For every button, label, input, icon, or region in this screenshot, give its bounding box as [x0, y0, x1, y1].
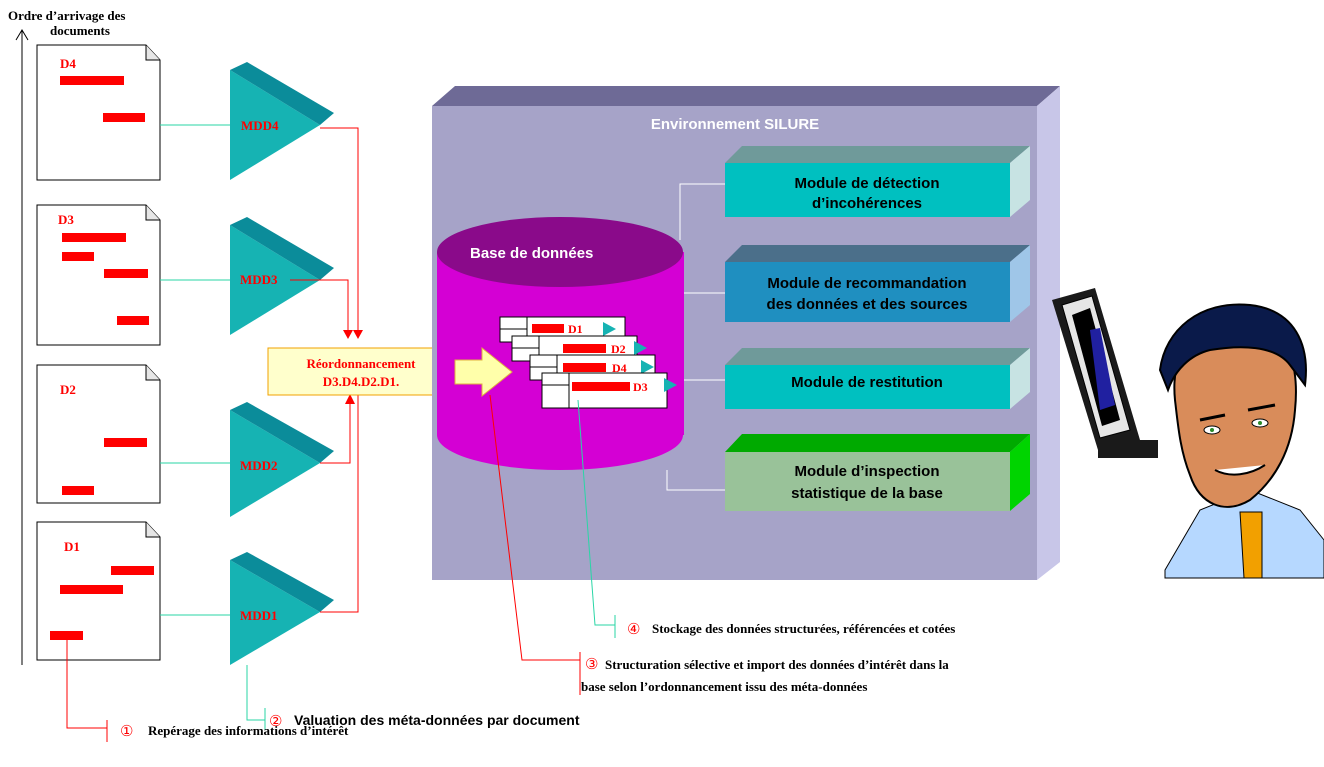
step-callout-lines [66, 394, 616, 742]
module-recommendation: Module de recommandation des données et … [725, 245, 1030, 322]
data-highlight [50, 631, 83, 640]
document-D2: D2 [36, 364, 161, 504]
data-highlight [60, 76, 124, 85]
module-restitution: Module de restitution [725, 348, 1030, 409]
doc-metadata-links [160, 124, 230, 616]
record-D3: D3 [541, 372, 677, 409]
module-label: statistique de la base [791, 485, 943, 502]
document-label: D3 [58, 212, 74, 227]
data-highlight [111, 566, 154, 575]
module-label: Module de détection [794, 175, 939, 192]
step-text: base selon l’ordonnancement issu des mét… [581, 679, 867, 694]
step-number: ③ [585, 657, 598, 673]
module-incoherence-detection: Module de détection d’incohérences [725, 146, 1030, 217]
module-label: Module d’inspection [795, 463, 940, 480]
data-highlight [103, 113, 145, 122]
document-D4: D4 [36, 44, 161, 181]
data-highlight [62, 233, 126, 242]
data-highlight [117, 316, 149, 325]
metadata-label: MDD4 [241, 118, 279, 133]
data-highlight [104, 269, 148, 278]
data-highlight [62, 486, 94, 495]
step-text: Structuration sélective et import des do… [605, 657, 949, 672]
step-4: ④ Stockage des données structurées, réfé… [627, 621, 955, 638]
data-highlight [104, 438, 147, 447]
data-highlight [62, 252, 94, 261]
monitor-icon [1052, 288, 1158, 458]
metadata-label: MDD3 [240, 272, 278, 287]
environment-title: Environnement SILURE [651, 116, 819, 133]
step-text: Stockage des données structurées, référe… [652, 621, 955, 636]
record-label: D4 [612, 361, 627, 375]
reorder-order: D3.D4.D2.D1. [323, 374, 400, 389]
reorder-label: Réordonnancement [306, 356, 416, 371]
module-label: d’incohérences [812, 195, 922, 212]
step-number: ① [120, 724, 133, 740]
module-label: Module de recommandation [767, 275, 966, 292]
metadata-to-reorder-links [290, 127, 359, 613]
axis-label: documents [50, 23, 110, 38]
module-links [666, 183, 725, 491]
step-number: ④ [627, 622, 640, 638]
module-label: Module de restitution [791, 374, 943, 391]
step-text: Valuation des méta-données par document [294, 712, 580, 728]
arrowheads [343, 330, 363, 404]
data-highlight [60, 585, 123, 594]
document-label: D4 [60, 56, 76, 71]
document-label: D2 [60, 382, 76, 397]
document-D3: D3 [36, 204, 161, 346]
step-1: ① Repérage des informations d’intérêt [120, 723, 349, 740]
record-label: D3 [633, 380, 648, 394]
step-text: Repérage des informations d’intérêt [148, 723, 349, 738]
metadata-MDD1: MDD1 [230, 552, 334, 665]
step-2: ② Valuation des méta-données par documen… [269, 712, 580, 730]
record-label: D1 [568, 322, 583, 336]
metadata-MDD4: MDD4 [230, 62, 334, 180]
record-label: D2 [611, 342, 626, 356]
module-statistical-inspection: Module d’inspection statistique de la ba… [725, 434, 1030, 511]
database-records: D1 D2 D4 D3 [499, 316, 677, 409]
arrival-axis: Ordre d’arrivage des documents [8, 8, 125, 665]
step-3: ③ Structuration sélective et import des … [581, 657, 949, 694]
metadata-MDD2: MDD2 [230, 402, 334, 517]
metadata-label: MDD1 [240, 608, 278, 623]
axis-label: Ordre d’arrivage des [8, 8, 125, 23]
step-number: ② [269, 714, 282, 730]
user-illustration [1158, 303, 1324, 579]
metadata-MDD3: MDD3 [230, 217, 334, 335]
document-label: D1 [64, 539, 80, 554]
import-arrow [454, 346, 513, 398]
database-title: Base de données [470, 245, 593, 262]
reorder-box: Réordonnancement D3.D4.D2.D1. [267, 347, 456, 396]
module-label: des données et des sources [767, 296, 968, 313]
document-D1: D1 [36, 521, 161, 661]
metadata-label: MDD2 [240, 458, 278, 473]
